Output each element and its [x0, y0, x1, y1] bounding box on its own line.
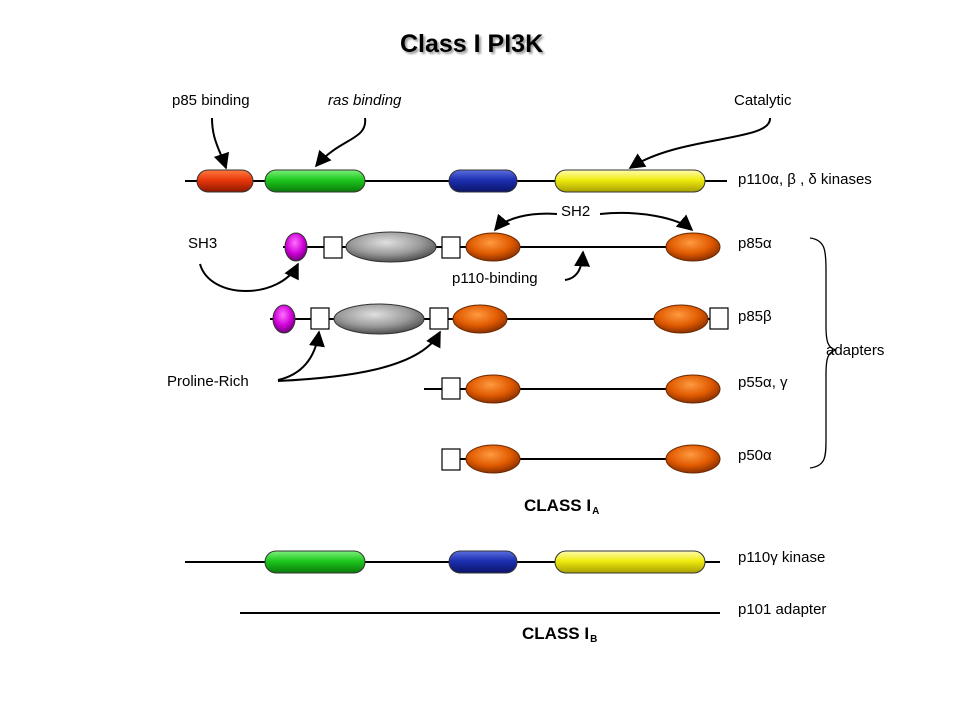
row-label-p110-gamma: p110γ kinase	[738, 549, 826, 566]
sh2-domain	[665, 232, 721, 262]
row-label-p50-alpha: p50α	[738, 447, 772, 464]
p110-gamma-row	[185, 550, 720, 574]
row-label-p85-beta: p85β	[738, 308, 772, 325]
p85-alpha-row	[283, 231, 721, 263]
bh-domain	[345, 231, 437, 263]
sh2-domain	[665, 374, 721, 404]
diagram-title: Class I PI3K	[400, 30, 544, 58]
sh2-label: SH2	[561, 203, 591, 220]
p85-binding-label: p85 binding	[172, 92, 250, 109]
sh2-arrow-right	[599, 211, 694, 232]
p85-binding-arrow	[211, 117, 230, 170]
sh2-arrow-left	[493, 212, 558, 232]
proline-rich-box	[310, 307, 330, 330]
class-ia-label: CLASS IA	[524, 496, 600, 517]
proline-rich-box	[441, 236, 461, 259]
row-label-p85-alpha: p85α	[738, 235, 772, 252]
p110-binding-label: p110-binding	[452, 270, 538, 287]
ras-binding-domain	[264, 550, 366, 574]
proline-rich-arrow-2	[277, 330, 441, 382]
class-ib-label: CLASS IB	[522, 624, 598, 645]
sh2-domain	[653, 304, 709, 334]
sh2-domain	[465, 444, 521, 474]
ras-binding-arrow	[314, 117, 367, 168]
sh2-domain	[465, 374, 521, 404]
adapters-brace	[809, 237, 837, 469]
c2-domain	[448, 169, 518, 193]
proline-rich-box	[429, 307, 449, 330]
n-terminal-box	[441, 448, 461, 471]
catalytic-arrow	[628, 117, 772, 169]
sh2-domain	[465, 232, 521, 262]
ras-binding-domain	[264, 169, 366, 193]
sh2-domain	[452, 304, 508, 334]
catalytic-domain	[554, 169, 706, 193]
p55-row	[424, 374, 721, 404]
catalytic-domain	[554, 550, 706, 574]
sh3-arrow	[199, 262, 299, 292]
p85-binding-domain	[196, 169, 254, 193]
p50-row	[441, 444, 721, 474]
proline-rich-box	[323, 236, 343, 259]
proline-rich-label: Proline-Rich	[167, 373, 249, 390]
sh3-domain	[284, 232, 308, 262]
sh3-domain	[272, 304, 296, 334]
row-label-p110-alpha-beta-delta: p110α, β , δ kinases	[738, 171, 872, 188]
n-terminal-box	[441, 377, 461, 400]
sh3-label: SH3	[188, 235, 218, 252]
p85-beta-row	[270, 303, 729, 335]
sh2-domain	[665, 444, 721, 474]
row-label-p55-alpha-gamma: p55α, γ	[738, 374, 788, 391]
c2-domain	[448, 550, 518, 574]
ras-binding-label: ras binding	[328, 92, 402, 109]
bh-domain	[333, 303, 425, 335]
c-terminal-box	[709, 307, 729, 330]
proline-rich-arrow-1	[277, 330, 325, 381]
p110-binding-arrow	[564, 250, 591, 281]
p110-abd-row	[185, 169, 727, 193]
row-label-p101: p101 adapter	[738, 601, 827, 618]
adapters-label: adapters	[826, 342, 885, 359]
catalytic-label: Catalytic	[734, 92, 792, 109]
